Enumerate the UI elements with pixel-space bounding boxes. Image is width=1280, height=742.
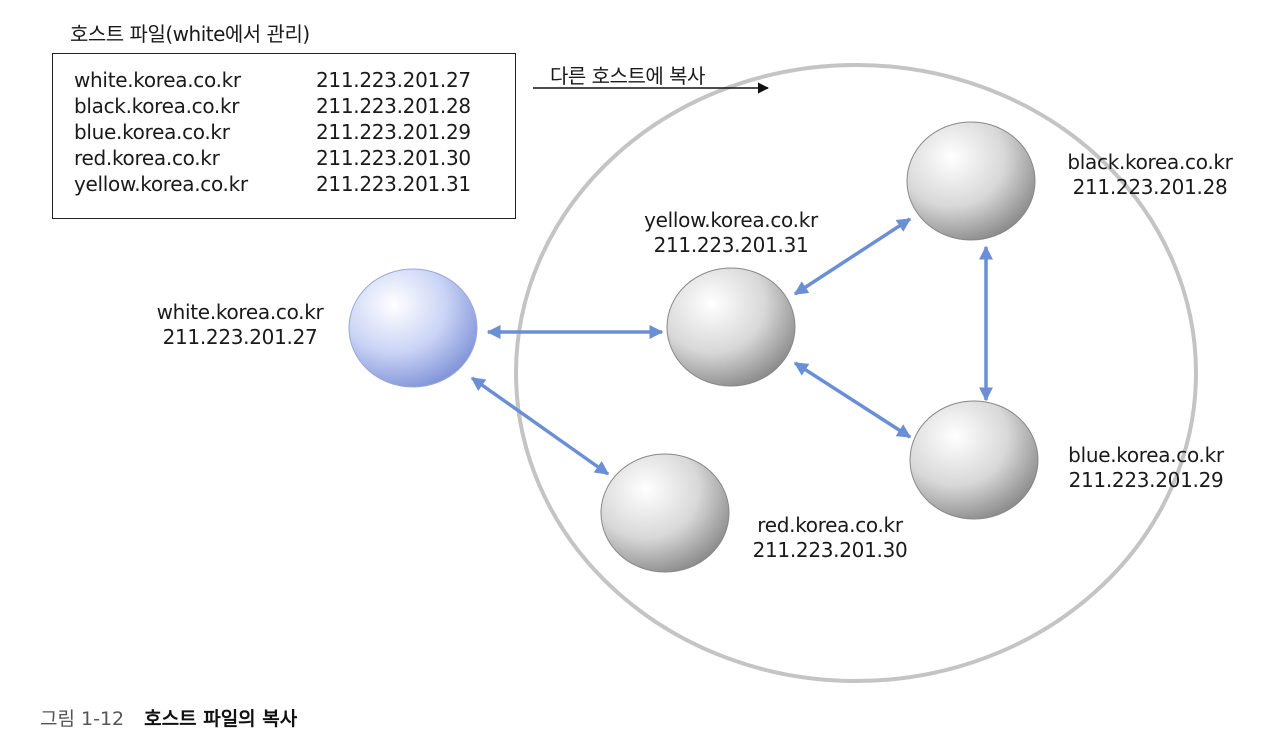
host-node-white (348, 268, 478, 388)
node-hostname: blue.korea.co.kr (1068, 443, 1224, 467)
arrow-yellow-black (793, 217, 912, 296)
hosts-row: yellow.korea.co.kr 211.223.201.31 (74, 171, 515, 197)
node-label-white: white.korea.co.kr 211.223.201.27 (157, 300, 324, 350)
connection-arrows (470, 217, 993, 476)
hosts-file-table: white.korea.co.kr 211.223.201.27 black.k… (52, 53, 516, 219)
hosts-row-host: white.korea.co.kr (74, 68, 241, 92)
node-label-yellow: yellow.korea.co.kr 211.223.201.31 (644, 208, 818, 258)
hosts-row-host: black.korea.co.kr (74, 94, 240, 118)
node-hostname: yellow.korea.co.kr (644, 208, 818, 232)
figure-caption: 그림 1-12 호스트 파일의 복사 (40, 704, 297, 731)
copy-boundary-circle (514, 63, 1198, 683)
node-label-black: black.korea.co.kr 211.223.201.28 (1067, 150, 1233, 200)
hosts-row-ip: 211.223.201.30 (316, 146, 471, 170)
node-label-red: red.korea.co.kr 211.223.201.30 (753, 513, 908, 563)
node-ip: 211.223.201.29 (1068, 468, 1224, 492)
hosts-row: white.korea.co.kr 211.223.201.27 (74, 67, 515, 93)
hosts-row: red.korea.co.kr 211.223.201.30 (74, 145, 515, 171)
host-node-black (906, 121, 1036, 241)
arrow-white-red (470, 376, 610, 476)
hosts-row: black.korea.co.kr 211.223.201.28 (74, 93, 515, 119)
hosts-file-title: 호스트 파일(white에서 관리) (70, 22, 310, 46)
node-hostname: black.korea.co.kr (1067, 150, 1233, 174)
hosts-row: blue.korea.co.kr 211.223.201.29 (74, 119, 515, 145)
node-ip: 211.223.201.27 (162, 325, 318, 349)
host-node-blue (909, 400, 1039, 520)
hosts-row-ip: 211.223.201.29 (316, 120, 471, 144)
host-node-yellow (666, 267, 796, 387)
node-ip: 211.223.201.31 (653, 233, 809, 257)
hosts-row-host: blue.korea.co.kr (74, 120, 230, 144)
hosts-row-ip: 211.223.201.31 (316, 172, 471, 196)
hosts-row-host: red.korea.co.kr (74, 146, 220, 170)
hosts-row-host: yellow.korea.co.kr (74, 172, 248, 196)
arrow-yellow-blue (793, 361, 912, 439)
figure-number: 그림 1-12 (40, 708, 125, 730)
node-ip: 211.223.201.28 (1072, 175, 1228, 199)
node-label-blue: blue.korea.co.kr 211.223.201.29 (1068, 443, 1224, 493)
host-node-red (600, 453, 730, 573)
hosts-row-ip: 211.223.201.27 (316, 68, 471, 92)
node-ip: 211.223.201.30 (752, 538, 908, 562)
node-hostname: white.korea.co.kr (156, 300, 324, 324)
hosts-row-ip: 211.223.201.28 (316, 94, 471, 118)
figure-title: 호스트 파일의 복사 (144, 708, 298, 730)
copy-to-hosts-label: 다른 호스트에 복사 (550, 64, 705, 88)
node-hostname: red.korea.co.kr (757, 513, 903, 537)
